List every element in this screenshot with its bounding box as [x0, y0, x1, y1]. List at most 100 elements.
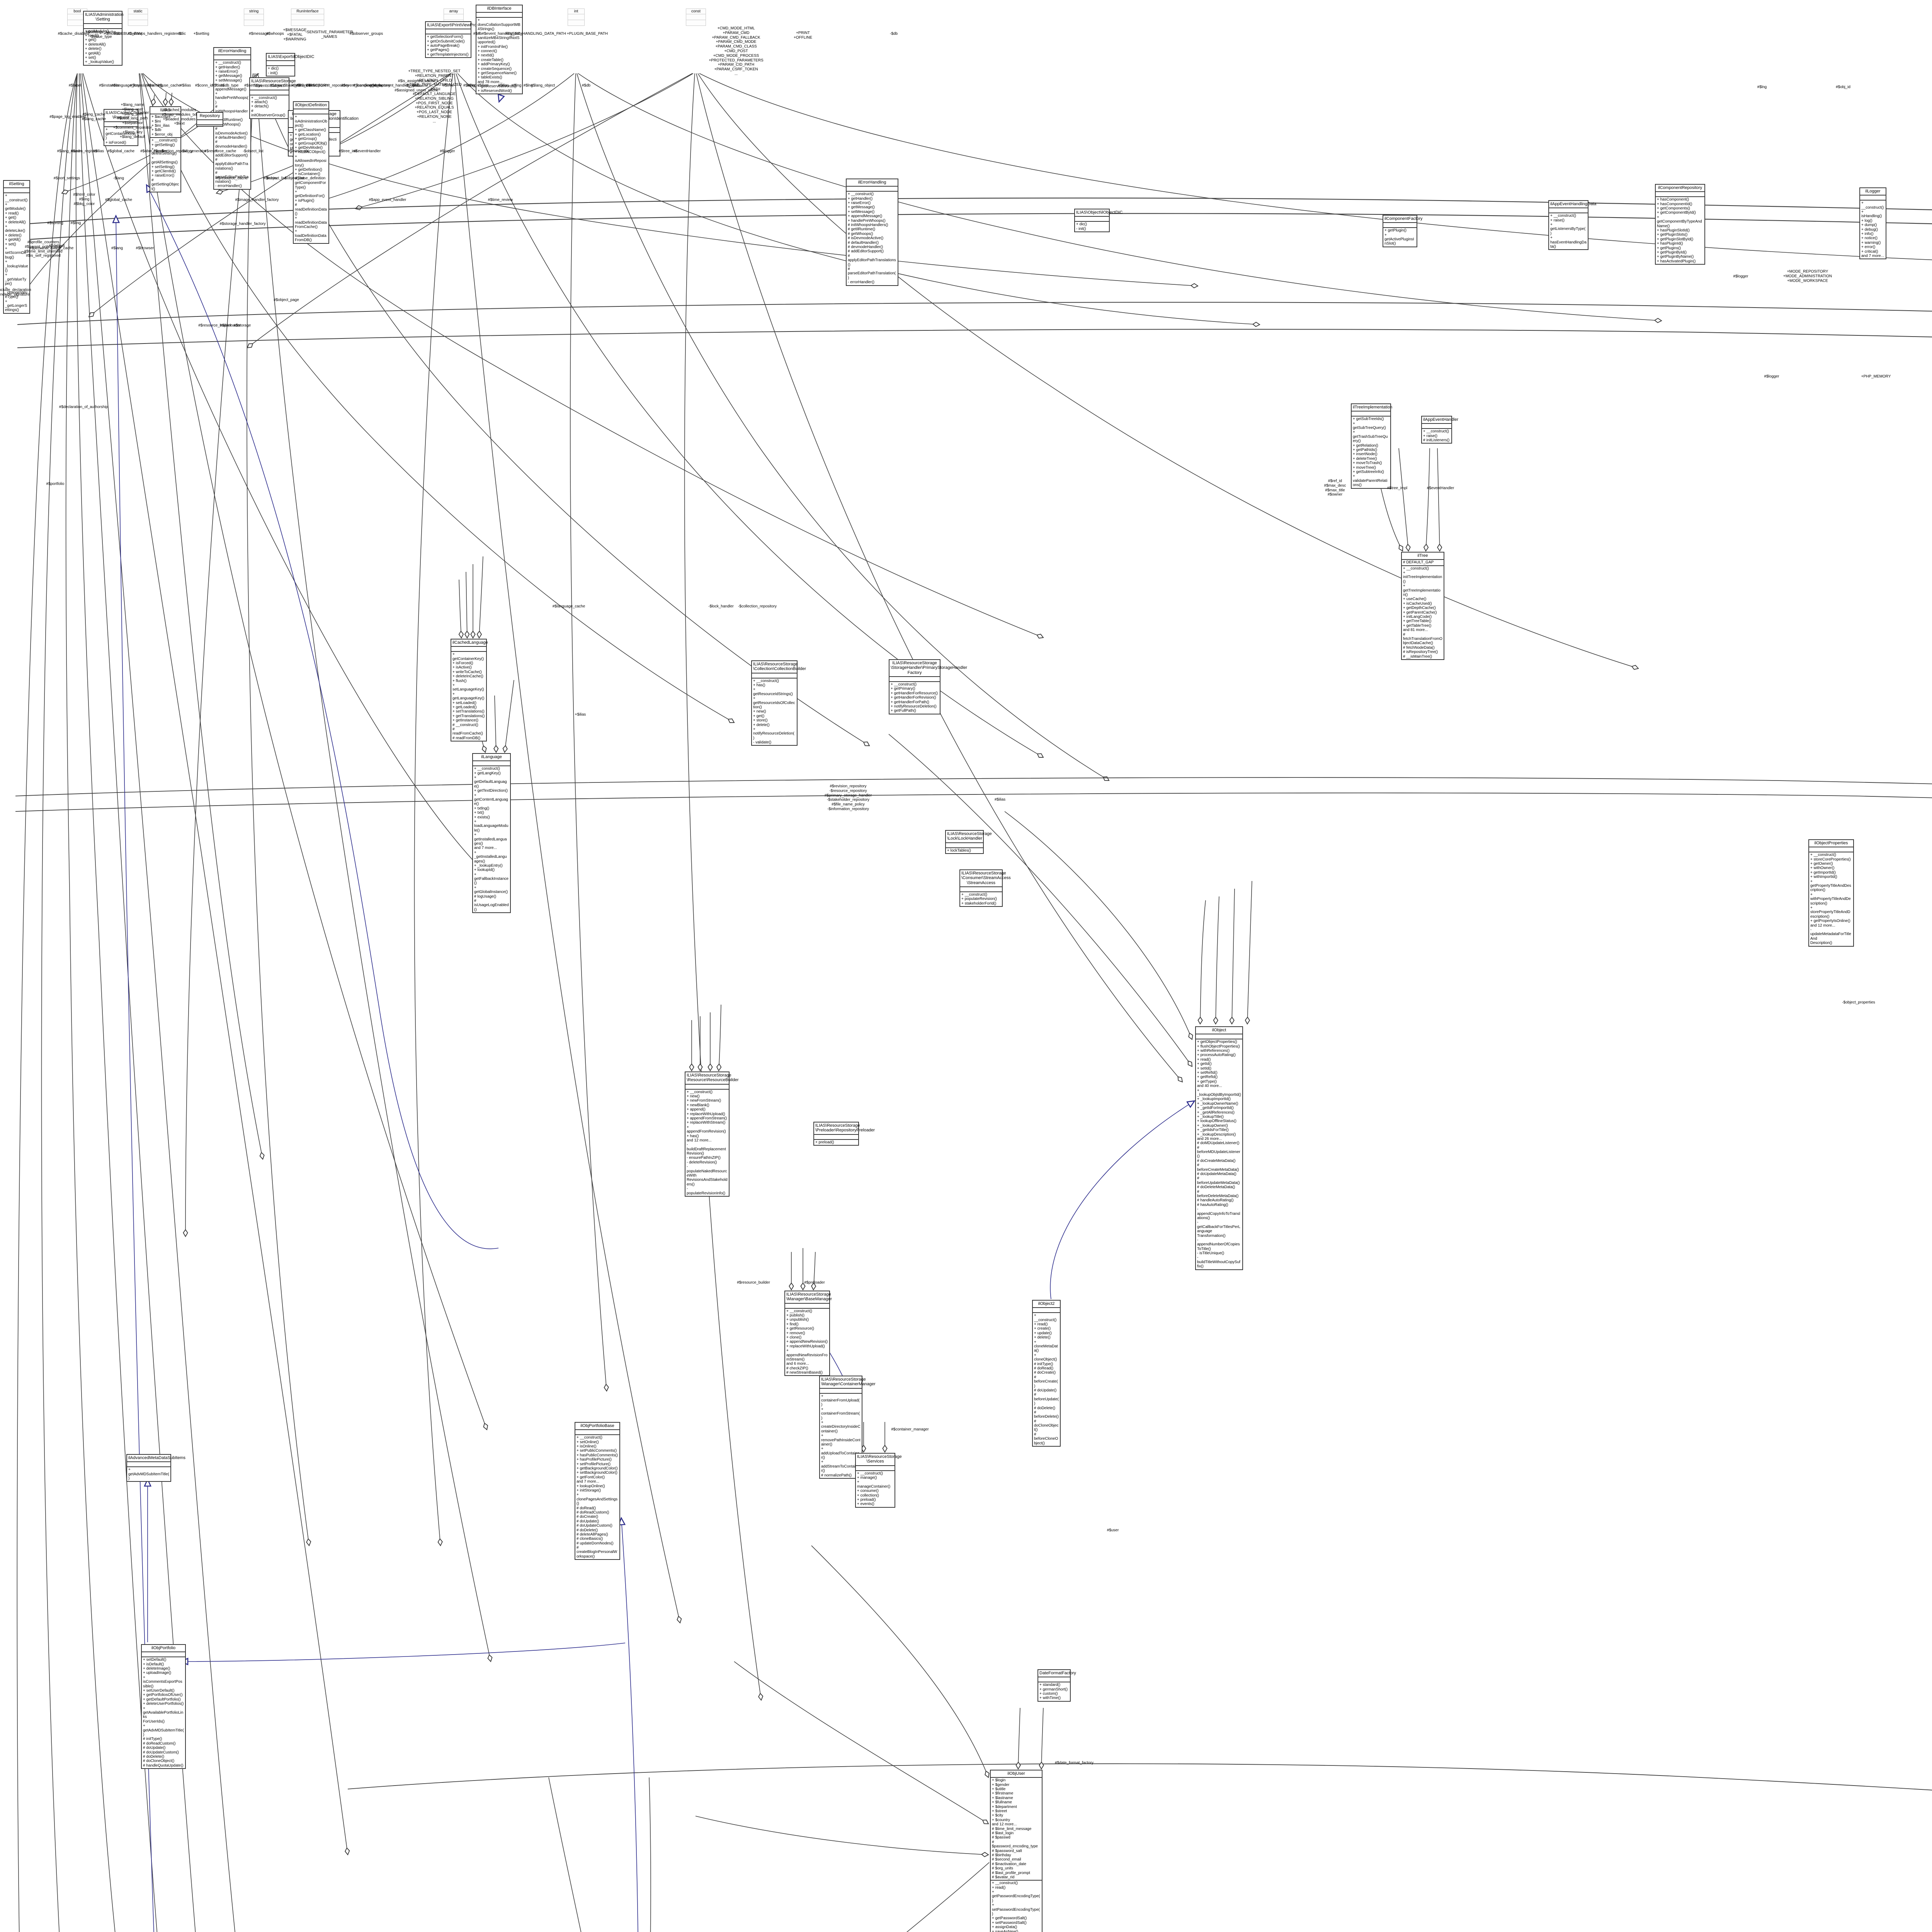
operation-row: + critical() — [1861, 249, 1878, 254]
type-box-string: string — [244, 9, 264, 26]
class-node-ilias-resourcestorage-services[interactable]: ILIAS\ResourceStorage \Services+ __const… — [855, 1453, 902, 1508]
attributes-compartment — [889, 677, 940, 682]
operation-row: # doCreate() — [577, 1515, 599, 1519]
type-box-ops-compartment — [686, 20, 706, 26]
class-node-ilobject2[interactable]: ilObject2+ __construct()+ read()+ create… — [1032, 1300, 1061, 1447]
class-node-ilias-export-ilobjectdic2[interactable]: ILIAS\Export\ilObjectDIC+ dic()- init() — [266, 53, 314, 77]
class-node-ilerrorhandling[interactable]: ilErrorHandling+ __construct()+ getHandl… — [846, 179, 898, 286]
edge-label: #$base_definition — [295, 176, 326, 181]
class-node-iladvancedmetadatasubitems[interactable]: ilAdvancedMetaDataSubItems+ getAdvMDSubI… — [126, 1454, 185, 1482]
operation-row: + cloneMetaData() — [1034, 1340, 1058, 1353]
class-node-iltreeimplementation[interactable]: ilTreeImplementation+ getSubTreeIds()+ g… — [1351, 403, 1392, 489]
class-node-ilias-export-printviewprovider[interactable]: ILIAS\Export\PrintViewProvider+ getSelec… — [425, 21, 486, 58]
operation-row: + loadDefinitionDataFromDB() — [295, 229, 327, 243]
attribute-row: # $passwd — [992, 1835, 1010, 1840]
edge-label: #$tree — [442, 83, 454, 88]
class-node-ilobject[interactable]: ilObject+ getObjectProperties()+ flushOb… — [1195, 1026, 1243, 1270]
operation-row: + has() — [687, 1134, 699, 1138]
operation-row: # doUpdate() — [577, 1519, 599, 1524]
edge-label: #$ilias — [477, 83, 488, 88]
edge-label: #$personal_image_cache — [29, 246, 74, 251]
operation-row: + lookupOfflineStatus() — [1197, 1119, 1236, 1124]
class-name: ILIAS\ResourceStorage \Consumer\StreamAc… — [960, 870, 1011, 887]
operation-row: + getHandlerForRevision() — [891, 696, 936, 700]
class-name: ilTree — [1402, 553, 1444, 560]
class-node-ilias-resourcestorage-repositorypreloader[interactable]: ILIAS\ResourceStorage \Preloader\Reposit… — [813, 1122, 875, 1146]
operation-row: + getLoaded() — [452, 705, 477, 709]
edge-label: #$ilias — [994, 798, 1006, 802]
operation-row: + lookupOnline() — [577, 1484, 605, 1488]
class-node-ilerrorhandling-top[interactable]: ilErrorHandling+ __construct()+ getHandl… — [213, 47, 251, 190]
operation-row: + info() — [1861, 232, 1874, 236]
class-node-ilias-resourcestorage-basemanager[interactable]: ILIAS\ResourceStorage \Manager\BaseManag… — [784, 1291, 832, 1376]
operation-row: + setOnline() — [577, 1440, 599, 1444]
class-node-ilias-administration-setting[interactable]: ILIAS\Administration \Setting+ getModule… — [83, 11, 124, 66]
operation-row: + getDefinition() — [295, 168, 322, 172]
operation-row: # devmodeHandler() — [848, 245, 883, 249]
class-node-ilappeventhandlingdata[interactable]: ilAppEventHandlingData+ __construct()+ r… — [1548, 200, 1596, 250]
operation-row: + getMessage() — [215, 74, 242, 78]
class-node-illanguage[interactable]: ilLanguage+ __construct()+ getLangKey()+… — [472, 753, 511, 913]
class-node-ilobjportfolio[interactable]: ilObjPortfolio+ setDefault()+ isDefault(… — [141, 1644, 186, 1769]
class-node-repository[interactable]: Repository — [196, 112, 223, 127]
class-node-ildbinterface[interactable]: ilDBInterface+ doesCollationSupportMB4St… — [476, 5, 523, 94]
operation-row: # doReadCustom() — [143, 1741, 176, 1746]
operation-row: + writeToCache() — [452, 670, 482, 674]
class-node-ilias-object-objectproperties[interactable]: ilObjectProperties+ __construct()+ store… — [1808, 839, 1854, 947]
edge-label: #$storage_handler_factory — [219, 222, 266, 226]
operation-row: + read() — [1197, 1057, 1211, 1062]
edge-label: -$db — [889, 32, 898, 36]
operation-row: + notice() — [1861, 236, 1878, 241]
edge-label: #$lang_object — [531, 83, 555, 88]
operation-row: # doCreate() — [1034, 1371, 1056, 1375]
class-node-ilobjportfoliobase[interactable]: ilObjPortfolioBase+ __construct()+ setOn… — [575, 1422, 620, 1560]
edge-label: #$lng — [1757, 85, 1767, 90]
class-node-ilobjectdefinition[interactable]: ilObjectDefinition+ isAdministrationObje… — [293, 101, 329, 244]
class-node-ilsetting[interactable]: ilSetting+ __construct()+ getModule()+ r… — [3, 180, 30, 314]
class-node-ilias-cache-container-request[interactable]: ILIAS\Cache\Container \Request+ getConta… — [104, 109, 149, 146]
class-node-ilias-object-ilobjectdic[interactable]: ILIAS\Object\ilObjectDIC+ dic()- init() — [1074, 209, 1122, 233]
operation-row: + __construct() — [577, 1435, 602, 1440]
edge-label: #$lang — [463, 83, 475, 88]
attribute-row: + $street — [992, 1809, 1007, 1814]
operation-row: # beforeDeleteMetaData() — [1197, 1189, 1239, 1198]
edge-label: -$dic — [177, 32, 186, 36]
operation-row: + getPlugin() — [1384, 228, 1406, 233]
class-node-iltree[interactable]: ilTree# DEFAULT_GAP+ __construct()+ init… — [1401, 552, 1444, 660]
class-node-ilappeventhandler[interactable]: ilAppEventHandler+ __construct()+ raise(… — [1421, 416, 1458, 444]
class-node-ilias-resourcestorage-primarystoragehandlerfactory[interactable]: ILIAS\ResourceStorage \StorageHandler\Pr… — [889, 659, 967, 714]
edge-label: -$object_list — [243, 149, 264, 154]
operation-row: + initLangCode() — [1403, 615, 1432, 619]
attributes-compartment — [1033, 1308, 1060, 1313]
operation-row: and 6 more... — [786, 1362, 809, 1366]
operation-row: + __construct() — [1861, 201, 1884, 210]
class-name: ilCachedLanguage — [451, 639, 488, 647]
operations-compartment: + isAdministrationObject()+ getClassName… — [294, 114, 328, 243]
operation-row: # parseEditorPathTranslation() — [848, 267, 896, 280]
class-node-ilcachedlanguage[interactable]: ilCachedLanguage+ getContainerKey()+ isF… — [451, 639, 488, 742]
class-node-ilcomponentrepository[interactable]: ilComponentRepository+ hasComponent()+ h… — [1655, 184, 1705, 265]
class-node-ilias-data-factory-dateformat[interactable]: DateFormatFactory+ standard()+ germanSho… — [1037, 1669, 1076, 1702]
operation-row: + __construct() — [215, 61, 241, 65]
class-node-ilobjuser[interactable]: ilObjUser+ $login+ $gender+ $utitle+ $fi… — [990, 1770, 1043, 1932]
class-node-illogger[interactable]: ilLogger+ __construct()+ isHandling()+ l… — [1859, 187, 1886, 260]
operation-row: + addUploadToContainer() — [821, 1447, 859, 1460]
class-node-ilias-resourcestorage-containermanager[interactable]: ILIAS\ResourceStorage \Manager\Container… — [819, 1376, 876, 1479]
operation-row: + getComponentByTypeAndName() — [1657, 215, 1702, 228]
operation-row: + _getInstalledLanguages() — [474, 850, 507, 864]
class-node-ilcomponentfactory[interactable]: ilComponentFactory+ getPlugin()+ getActi… — [1383, 215, 1422, 247]
edge-label: #$resource_cache — [204, 149, 236, 154]
operation-row: + setBackgroundColor() — [577, 1471, 617, 1475]
edge-label: #$lng — [467, 83, 477, 88]
class-node-ilias-resourcestorage-collection-collectionbuilder[interactable]: ILIAS\ResourceStorage \Collection\Collec… — [751, 660, 806, 746]
class-node-ilias-resourcestorage-consumerdelivery[interactable]: ILIAS\ResourceStorage \Consumer\StreamAc… — [959, 869, 1011, 907]
operation-row: # fetchTranslationFromObjectDataCache() — [1403, 632, 1442, 646]
class-node-ilias-resourcestorage-events-subject[interactable]: ILIAS\ResourceStorage \Events\Subject+ _… — [249, 77, 296, 119]
class-node-ilias[interactable]: ILIAS+ $account+ $ini+ $ini_ilias+ $db+ … — [150, 106, 181, 192]
class-node-ilias-resourcestorage-resourcebuilder[interactable]: ILIAS\ResourceStorage \Resource\Resource… — [685, 1071, 739, 1197]
usage-edges — [15, 73, 1932, 1932]
edge-label: #$preloader — [804, 1281, 825, 1285]
operation-row: + __construct() — [1423, 429, 1449, 434]
class-node-ilias-resourcestorage-lock-lockhandler[interactable]: ILIAS\ResourceStorage \Lock\LockHandler+… — [945, 830, 992, 854]
